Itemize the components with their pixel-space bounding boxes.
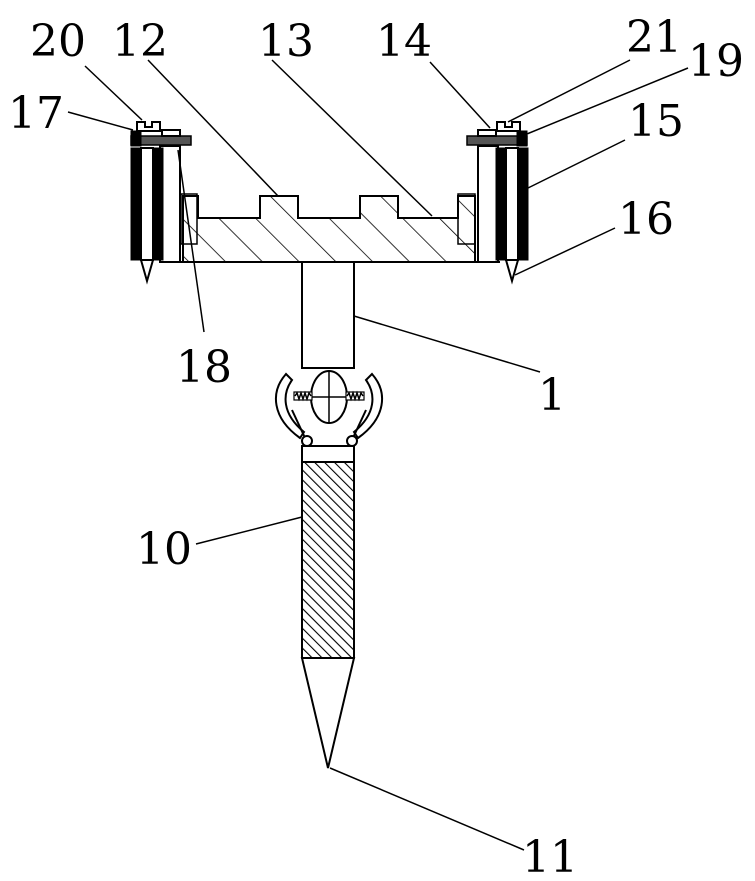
central-shaft (302, 262, 354, 368)
right-end-block (517, 131, 527, 146)
label-14: 14 (376, 16, 432, 67)
label-19: 19 (688, 36, 744, 87)
label-10: 10 (136, 524, 192, 575)
rod-collar (302, 446, 354, 462)
right-nut (478, 130, 496, 136)
left-jaw-inner (153, 148, 163, 260)
label-17: 17 (8, 88, 64, 139)
reference-numerals: 20 12 13 14 21 19 17 15 16 18 1 10 11 (8, 12, 744, 881)
hatched-rod (302, 462, 354, 658)
left-jaw-outer (131, 148, 141, 260)
label-18: 18 (176, 342, 232, 393)
right-housing-inner (478, 146, 498, 262)
right-pin-tip (506, 260, 518, 281)
left-nut (162, 130, 180, 136)
left-end-block (131, 131, 141, 146)
label-21: 21 (626, 12, 682, 63)
right-clamp-assembly (467, 122, 528, 281)
label-15: 15 (628, 96, 684, 147)
right-jaw-outer (518, 148, 528, 260)
left-pin-tip (141, 260, 153, 281)
left-hinge-pin (302, 436, 312, 446)
right-pin-body (506, 148, 518, 260)
right-screw-head (497, 122, 520, 131)
label-1: 1 (538, 370, 566, 421)
spike-tip (302, 658, 354, 768)
label-20: 20 (30, 16, 86, 67)
right-hinge-pin (347, 436, 357, 446)
base-plate (160, 194, 500, 262)
label-12: 12 (112, 16, 168, 67)
left-screw-head (137, 122, 160, 131)
label-13: 13 (258, 16, 314, 67)
right-jaw-inner (496, 148, 506, 260)
claw-joint (276, 371, 382, 446)
label-11: 11 (522, 832, 578, 881)
left-pin-body (141, 148, 153, 260)
label-16: 16 (618, 194, 674, 245)
